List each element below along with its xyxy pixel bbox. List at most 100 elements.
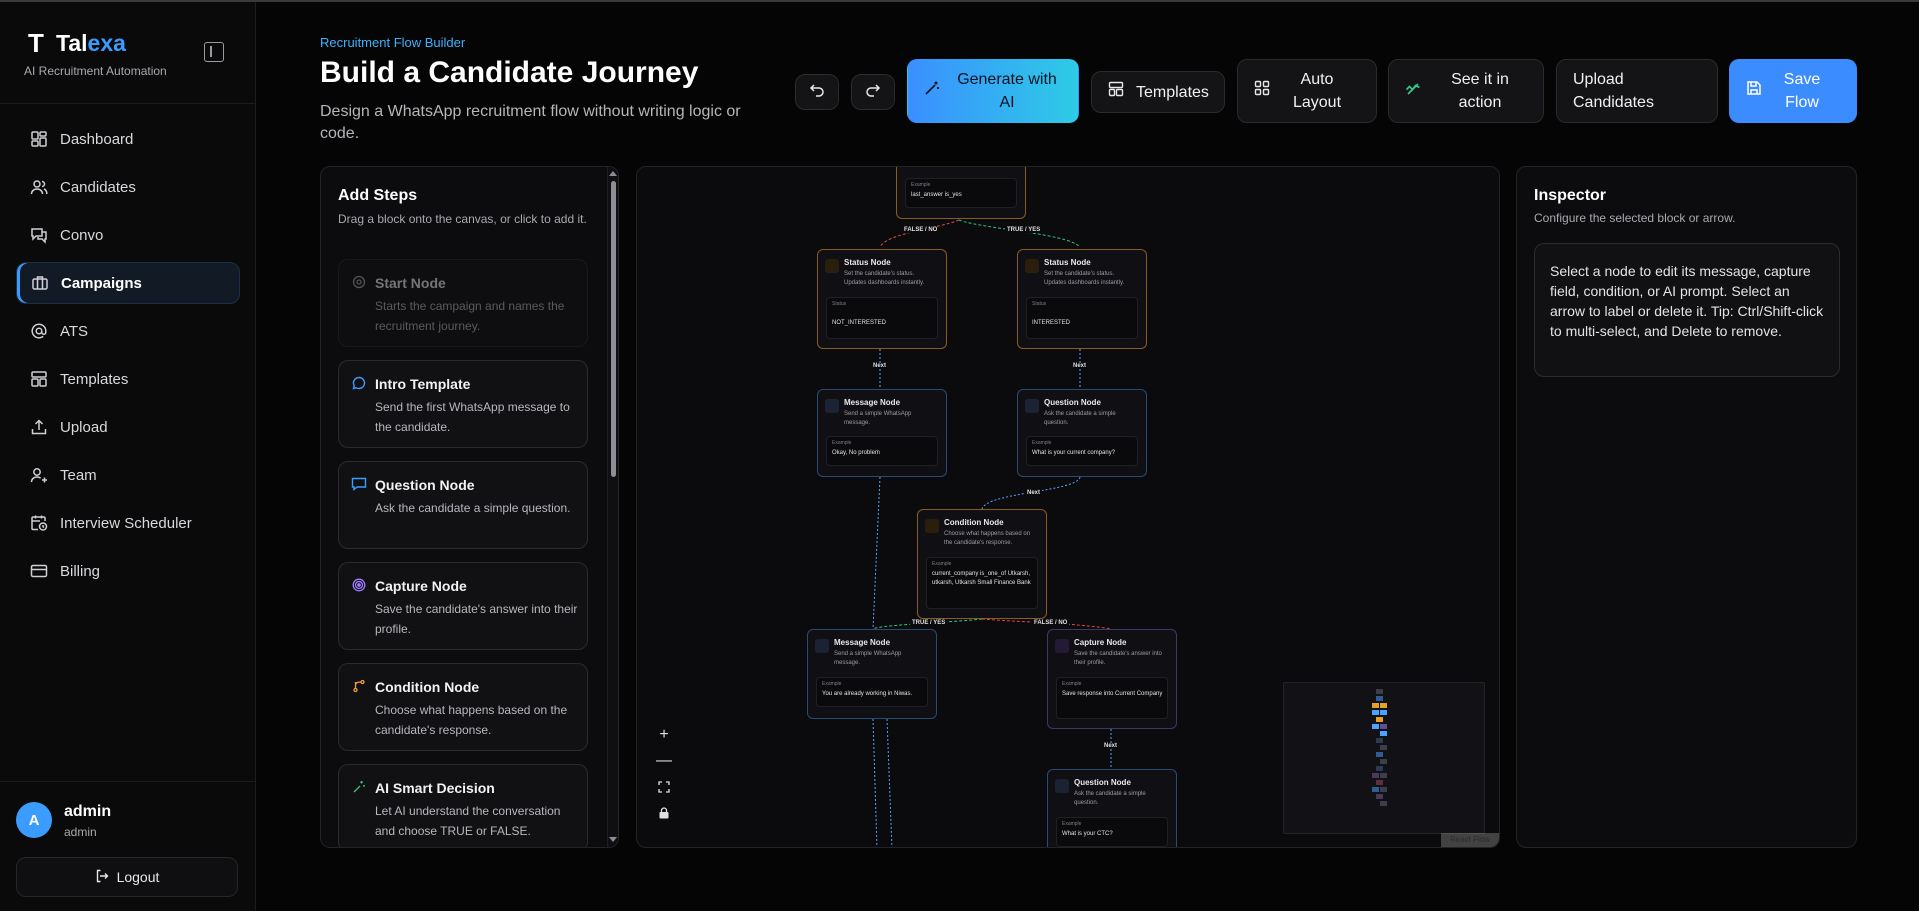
minimap-node — [1372, 724, 1379, 729]
user-name: admin — [64, 803, 112, 820]
scrollbar-thumb[interactable] — [611, 181, 616, 477]
minimap-node — [1376, 794, 1383, 799]
upload-candidates-button[interactable]: Upload Candidates — [1556, 59, 1718, 123]
step-card-ai-smart-decision[interactable]: AI Smart Decision Let AI understand the … — [338, 764, 588, 847]
edge-label-true-yes[interactable]: TRUE / YES — [910, 620, 948, 626]
upload-icon — [30, 418, 48, 436]
templates-button[interactable]: Templates — [1091, 71, 1225, 113]
minimap-node — [1376, 738, 1383, 743]
minimap-node — [1372, 787, 1379, 792]
card-title: AI Smart Decision — [375, 780, 495, 796]
redo-icon — [865, 82, 881, 103]
edge-label-next[interactable]: Next — [1071, 363, 1089, 369]
redo-button[interactable] — [851, 74, 895, 110]
steps-scrollbar[interactable] — [607, 167, 618, 847]
minimap[interactable] — [1283, 682, 1485, 834]
minimap-node — [1380, 703, 1387, 708]
node-example: Example Okay, No problem — [826, 436, 938, 466]
card-desc: Ask the candidate a simple question. — [375, 501, 571, 515]
edge-label-next[interactable]: Next — [1102, 743, 1120, 749]
edge-label-next[interactable]: Next — [1025, 490, 1043, 496]
dashboard-icon — [30, 130, 48, 148]
step-card-intro-template[interactable]: Intro Template Send the first WhatsApp m… — [338, 360, 588, 448]
generate-with-ai-button[interactable]: Generate with AI — [907, 59, 1079, 123]
nav-label: ATS — [60, 322, 89, 340]
panel-subtitle: Configure the selected block or arrow. — [1534, 211, 1736, 225]
flow-node-status-not-interested[interactable]: Status Node Set the candidate's status. … — [817, 249, 947, 349]
undo-button[interactable] — [795, 74, 839, 110]
edge-msg-down — [872, 476, 881, 630]
collapse-sidebar-icon[interactable] — [204, 42, 224, 62]
react-flow-attribution[interactable]: React Flow — [1441, 833, 1499, 847]
credit-card-icon — [30, 562, 48, 580]
auto-layout-label: Auto Layout — [1292, 71, 1342, 111]
minimap-node — [1380, 745, 1387, 750]
question-icon — [1055, 779, 1069, 793]
step-card-start-node[interactable]: Start Node Starts the campaign and names… — [338, 259, 588, 347]
add-steps-panel: Add Steps Drag a block onto the canvas, … — [320, 166, 619, 848]
page-eyebrow: Recruitment Flow Builder — [320, 35, 466, 50]
scroll-up-icon[interactable] — [609, 171, 617, 176]
page-title: Build a Candidate Journey — [320, 56, 699, 89]
flow-node-condition-top[interactable]: Example last_answer is_yes — [896, 167, 1026, 219]
brand-logo[interactable]: T Talexa — [24, 28, 126, 59]
edge-label-false-no[interactable]: FALSE / NO — [902, 227, 940, 233]
card-title: Question Node — [375, 477, 475, 493]
message-icon — [815, 639, 829, 653]
edge-label-false-no[interactable]: FALSE / NO — [1032, 620, 1070, 626]
step-card-condition-node[interactable]: Condition Node Choose what happens based… — [338, 663, 588, 751]
scroll-down-icon[interactable] — [609, 837, 617, 842]
step-card-capture-node[interactable]: Capture Node Save the candidate's answer… — [338, 562, 588, 650]
main-nav: Dashboard Candidates Convo Campaigns ATS… — [16, 118, 240, 598]
nav-item-billing[interactable]: Billing — [16, 550, 240, 592]
nav-item-team[interactable]: Team — [16, 454, 240, 496]
edge-label-next[interactable]: Next — [871, 363, 889, 369]
logout-label: Logout — [116, 869, 160, 885]
tag-icon — [825, 259, 839, 273]
flow-node-status-interested[interactable]: Status Node Set the candidate's status. … — [1017, 249, 1147, 349]
lock-icon[interactable] — [653, 802, 675, 824]
see-it-in-action-button[interactable]: See it in action — [1388, 59, 1544, 123]
flow-node-question-ctc[interactable]: Question Node Ask the candidate a simple… — [1047, 769, 1177, 847]
nav-item-convo[interactable]: Convo — [16, 214, 240, 256]
chat-icon — [30, 226, 48, 244]
divider — [0, 103, 255, 104]
magic-wand-icon — [924, 80, 940, 103]
minimap-node — [1376, 689, 1383, 694]
nav-item-interview-scheduler[interactable]: Interview Scheduler — [16, 502, 240, 544]
undo-icon — [809, 82, 825, 103]
templates-label: Templates — [1136, 83, 1209, 101]
minimap-node — [1380, 724, 1387, 729]
nav-item-candidates[interactable]: Candidates — [16, 166, 240, 208]
edge-down-2 — [886, 718, 893, 847]
step-card-question-node[interactable]: Question Node Ask the candidate a simple… — [338, 461, 588, 549]
card-desc: Save the candidate's answer into their p… — [375, 602, 578, 636]
nav-item-campaigns[interactable]: Campaigns — [16, 262, 240, 304]
flow-canvas[interactable]: Example last_answer is_yes FALSE / NO TR… — [636, 166, 1500, 848]
flow-node-message-okay[interactable]: Message Node Send a simple WhatsApp mess… — [817, 389, 947, 477]
nav-item-ats[interactable]: ATS — [16, 310, 240, 352]
branch-icon — [351, 678, 367, 694]
nav-item-templates[interactable]: Templates — [16, 358, 240, 400]
flow-node-condition-company[interactable]: Condition Node Choose what happens based… — [917, 509, 1047, 619]
save-flow-button[interactable]: Save Flow — [1729, 59, 1857, 123]
nav-item-dashboard[interactable]: Dashboard — [16, 118, 240, 160]
node-example: Example current_company is_one_of Utkars… — [926, 557, 1038, 609]
edge-false-no-1 — [879, 219, 960, 248]
minimap-node — [1380, 787, 1387, 792]
flow-node-capture-company[interactable]: Capture Node Save the candidate's answer… — [1047, 629, 1177, 729]
zoom-in-icon[interactable]: + — [659, 726, 669, 743]
team-icon — [30, 466, 48, 484]
avatar[interactable]: A — [16, 802, 52, 838]
nav-item-upload[interactable]: Upload — [16, 406, 240, 448]
fit-view-icon[interactable] — [653, 776, 675, 798]
auto-layout-button[interactable]: Auto Layout — [1237, 59, 1377, 123]
edge-label-true-yes[interactable]: TRUE / YES — [1005, 227, 1043, 233]
flow-node-message-niwas[interactable]: Message Node Send a simple WhatsApp mess… — [807, 629, 937, 719]
logout-button[interactable]: Logout — [16, 857, 238, 897]
flow-node-question-company[interactable]: Question Node Ask the candidate a simple… — [1017, 389, 1147, 477]
zoom-out-icon[interactable]: — — [656, 752, 672, 769]
panel-title: Add Steps — [338, 187, 418, 204]
nav-label: Candidates — [60, 178, 136, 196]
calendar-clock-icon — [30, 514, 48, 532]
